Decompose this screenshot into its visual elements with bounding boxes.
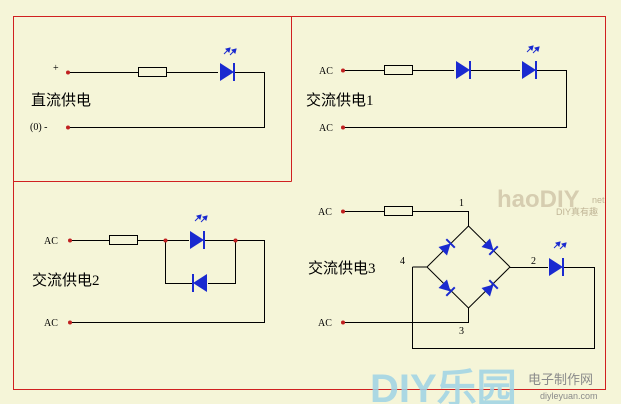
ac3-title: 交流供电3: [308, 259, 376, 277]
haodiy-logo-text: haoDIY: [497, 186, 580, 213]
diyleyuan-watermark: DIY乐园 电子制作网 diyleyuan.com: [370, 367, 598, 404]
ac1-title: 交流供电1: [306, 91, 374, 109]
diyleyuan-url: diyleyuan.com: [540, 391, 598, 401]
ac1-rectifier-diode: [455, 60, 471, 80]
ac2-circuit: AC AC 交流供电2: [32, 214, 265, 329]
ac3-led-diode: [548, 257, 564, 277]
ac1-circuit: AC AC 交流供电1: [306, 45, 567, 134]
bridge-diode-lower-right: [480, 279, 499, 298]
dc-plus-label: +: [53, 63, 59, 74]
bridge-diode-lower-left: [437, 278, 456, 297]
ac2-title: 交流供电2: [32, 271, 100, 289]
haodiy-logo-subtitle: DIY真有趣: [556, 206, 598, 217]
ac2-junction-left: [163, 238, 168, 243]
dc-minus-label: (0) -: [30, 122, 48, 133]
ac1-top-label: AC: [319, 66, 333, 77]
dc-circuit: + (0) - 直流供电: [30, 47, 265, 133]
dc-minus-terminal: [66, 125, 70, 130]
ac2-led-diode: [189, 230, 205, 250]
bridge-pin-2: 2: [531, 256, 536, 267]
ac1-bottom-label: AC: [319, 123, 333, 134]
ac2-top-terminal: [68, 238, 72, 243]
bridge-pin-1: 1: [459, 198, 464, 209]
ac3-bottom-label: AC: [318, 318, 332, 329]
ac2-protect-diode: [192, 273, 208, 293]
ac2-bottom-label: AC: [44, 318, 58, 329]
ac3-top-terminal: [341, 209, 345, 214]
ac2-led-arrows: [194, 214, 208, 223]
ac1-top-terminal: [341, 68, 345, 73]
haodiy-logo-suffix: net: [592, 195, 605, 205]
diyleyuan-brand-cn: 电子制作网: [528, 372, 593, 387]
dc-led-arrows: [223, 47, 237, 56]
dc-led-diode: [219, 62, 235, 82]
dc-plus-terminal: [66, 70, 70, 75]
bridge-pin-3: 3: [459, 326, 464, 337]
ac2-top-label: AC: [44, 236, 58, 247]
diyleyuan-brand: DIY乐园: [370, 367, 517, 404]
ac3-led-arrows: [553, 241, 567, 250]
ac1-led-diode: [521, 60, 537, 80]
ac3-bottom-terminal: [341, 320, 345, 325]
ac3-top-label: AC: [318, 207, 332, 218]
ac2-junction-right: [233, 238, 238, 243]
ac1-bottom-terminal: [341, 125, 345, 130]
dc-title: 直流供电: [31, 92, 91, 109]
ac3-circuit: AC AC 1 2 3 4 交流供电3: [308, 198, 595, 349]
ac2-bottom-terminal: [68, 320, 72, 325]
bridge-pin-4: 4: [400, 256, 405, 267]
haodiy-logo: haoDIY net DIY真有趣: [497, 186, 605, 217]
ac1-led-arrows: [526, 45, 540, 54]
panel-borders: [13, 16, 606, 390]
